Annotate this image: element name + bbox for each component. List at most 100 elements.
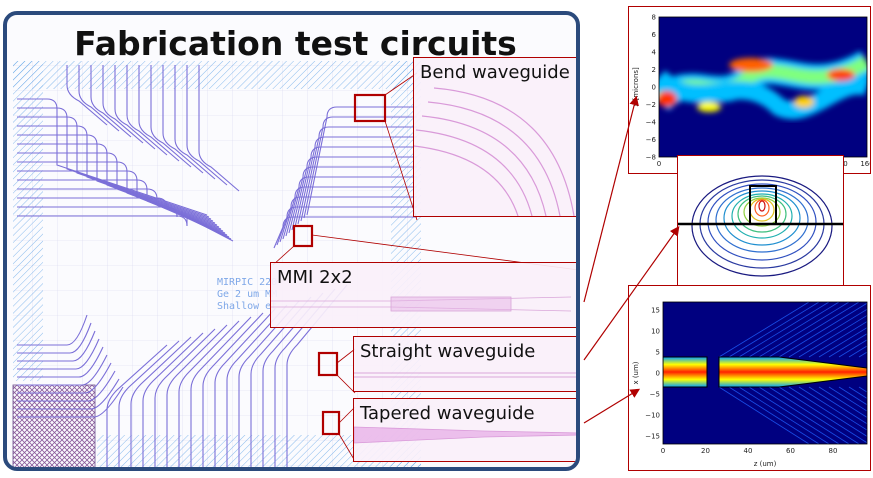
y-tick-label: −15	[645, 433, 660, 441]
route-left	[17, 134, 216, 224]
callout-tapered-waveguide: Tapered waveguide	[353, 398, 576, 462]
route-left	[17, 197, 230, 238]
route-bottom	[130, 336, 192, 467]
route-top	[174, 65, 216, 180]
route-bottom	[106, 344, 168, 467]
ray-lower	[768, 386, 860, 444]
y-tick-label: −2	[646, 101, 656, 109]
route-right	[276, 206, 417, 246]
route-top	[102, 65, 144, 144]
ray-upper	[808, 321, 867, 358]
callout-straight-label: Straight waveguide	[360, 341, 536, 362]
layout-panel: Fabrication test circuits	[3, 11, 580, 471]
ray-lower	[798, 386, 867, 431]
route-top	[66, 65, 108, 126]
chip-label-3: Shallow et	[217, 301, 277, 312]
ray-lower	[788, 386, 867, 437]
ray-upper	[768, 302, 860, 358]
route-left-bottom	[17, 338, 100, 370]
y-tick-label: −4	[646, 119, 657, 127]
route-bottom	[250, 296, 312, 467]
ray-upper	[848, 345, 867, 358]
zoom-box-mmi	[292, 224, 314, 248]
route-left	[17, 125, 214, 222]
route-bottom	[286, 284, 348, 467]
route-left	[17, 116, 212, 220]
bend-waveguide-zoom	[414, 87, 575, 216]
zoom-box-straight	[317, 351, 339, 377]
ray-upper	[748, 302, 840, 358]
route-left	[17, 170, 224, 232]
route-left	[17, 107, 210, 218]
ray-upper	[778, 302, 867, 358]
bottom-plot-ylabel: x (um)	[632, 361, 640, 384]
simulation-mode-profile	[677, 155, 844, 299]
route-bottom	[238, 300, 300, 467]
route-right	[306, 106, 417, 216]
straight-waveguide-zoom	[354, 372, 576, 378]
ray-lower	[748, 386, 840, 444]
route-bottom	[262, 292, 324, 467]
route-left-bottom	[17, 386, 124, 418]
route-top	[198, 65, 240, 192]
route-bottom	[226, 304, 288, 467]
route-bottom	[118, 340, 180, 467]
route-left	[17, 188, 228, 236]
y-tick-label: 0	[652, 84, 656, 92]
route-bottom	[202, 312, 264, 467]
route-top	[78, 65, 120, 132]
x-tick-label: 80	[829, 447, 838, 455]
x-tick-label: 20	[701, 447, 710, 455]
y-tick-label: −5	[650, 391, 660, 399]
y-tick-label: 0	[656, 370, 660, 378]
route-left-bottom	[17, 346, 104, 378]
y-tick-label: −6	[646, 136, 657, 144]
ray-lower	[758, 386, 850, 444]
zoom-box-bend	[353, 93, 387, 123]
route-bottom	[166, 324, 228, 467]
ray-lower	[778, 386, 867, 444]
route-left-bottom	[17, 330, 96, 362]
route-right	[294, 146, 417, 228]
ray-lower	[808, 386, 867, 425]
route-left-bottom	[17, 314, 88, 346]
waveguide-routes	[17, 65, 417, 467]
x-tick-label: 0	[661, 447, 665, 455]
ray-upper	[788, 308, 867, 358]
route-bottom	[190, 316, 252, 467]
y-tick-label: −10	[645, 412, 660, 420]
callout-tapered-label: Tapered waveguide	[360, 403, 535, 424]
ray-lower	[818, 386, 867, 418]
y-tick-label: 5	[656, 349, 660, 357]
ray-upper	[758, 302, 850, 358]
route-right	[300, 126, 417, 222]
route-right	[291, 156, 417, 231]
route-top	[186, 65, 228, 186]
route-left-bottom	[17, 362, 112, 394]
ray-upper	[818, 327, 867, 358]
bottom-plot-xlabel: z (um)	[754, 460, 777, 468]
route-top	[150, 65, 192, 168]
route-top	[90, 65, 132, 138]
ray-lower	[738, 386, 830, 444]
callout-mmi-label: MMI 2x2	[277, 267, 353, 288]
callout-mmi: MMI 2x2	[270, 262, 576, 328]
top-plot-ylabel: x [microns]	[632, 67, 640, 107]
chip-label-2: Ge 2 um MM	[217, 289, 277, 300]
route-right	[282, 186, 417, 240]
y-tick-label: 15	[651, 307, 660, 315]
ray-upper	[838, 339, 867, 358]
x-tick-label: 60	[786, 447, 795, 455]
y-tick-label: 6	[652, 31, 657, 39]
ray-lower	[718, 386, 810, 444]
route-right	[297, 136, 417, 225]
callout-bend-label: Bend waveguide	[420, 62, 570, 83]
tapered-waveguide-zoom	[354, 426, 576, 444]
corner-block	[12, 384, 96, 467]
y-tick-label: −8	[646, 154, 656, 162]
x-tick-label: 160	[860, 160, 871, 168]
route-right	[273, 216, 417, 249]
route-top	[162, 65, 204, 174]
route-top	[114, 65, 156, 150]
